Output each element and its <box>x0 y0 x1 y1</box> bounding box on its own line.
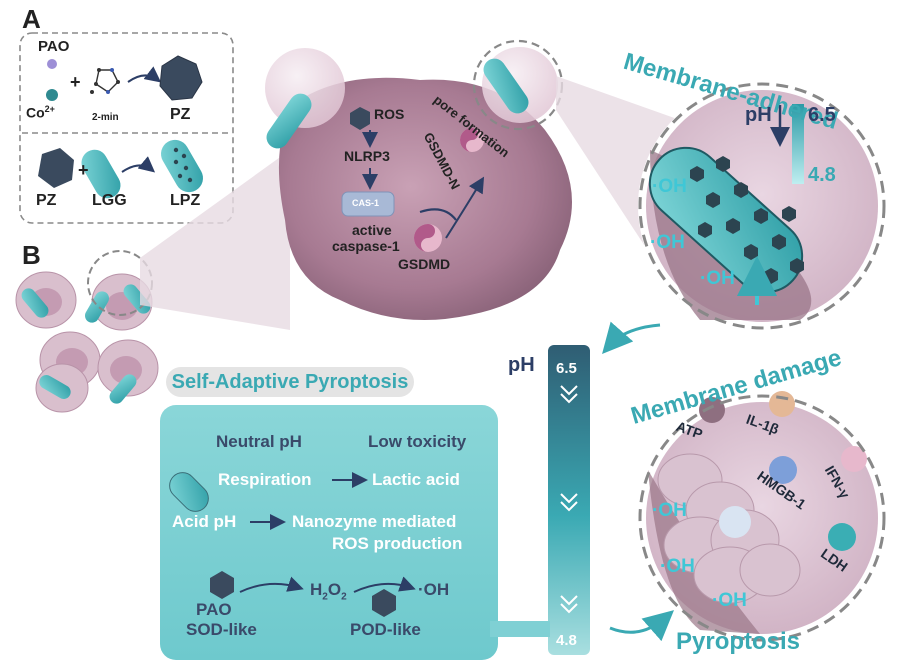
plus-sign-1: + <box>70 72 81 92</box>
caspase-label: caspase-1 <box>332 238 400 254</box>
ph-label-small: pH <box>745 104 772 126</box>
pz-label-top: PZ <box>170 106 191 123</box>
active-label: active <box>352 222 392 238</box>
co-label: Co2+ <box>26 104 55 121</box>
oh-radical-5: ·OH <box>660 556 695 577</box>
h2o2-text: H2O2 <box>310 580 347 603</box>
panel-b-letter: B <box>22 240 41 270</box>
cas1-label: CAS-1 <box>352 198 380 208</box>
oh-radical-3: ·OH <box>700 268 735 289</box>
nlrp3-label: NLRP3 <box>344 148 390 164</box>
oh-box-text: ·OH <box>418 580 450 599</box>
ph-low-small: 4.8 <box>808 164 836 186</box>
neutral-ph-text: Neutral pH <box>216 432 302 451</box>
plus-sign-2: + <box>78 160 89 180</box>
oh-radical-4: ·OH <box>652 500 687 521</box>
oh-radical-6: ·OH <box>712 590 747 611</box>
lpz-label: LPZ <box>170 192 201 209</box>
ph-scale-bottom: 4.8 <box>556 632 577 649</box>
pz-label-bottom: PZ <box>36 192 57 209</box>
pao-box-text: PAO <box>196 600 232 619</box>
ph-scale-top: 6.5 <box>556 360 577 377</box>
ph-scale-label: pH <box>508 354 535 376</box>
pao-label: PAO <box>38 38 70 55</box>
oh-radical-1: ·OH <box>652 176 687 197</box>
pyroptosis-title: Pyroptosis <box>676 628 801 655</box>
self-adaptive-title: Self-Adaptive Pyroptosis <box>171 371 409 393</box>
acid-ph-text: Acid pH <box>172 512 237 531</box>
panel-a-letter: A <box>22 4 41 34</box>
pod-like-text: POD-like <box>350 620 421 639</box>
ph-high-small: 6.5 <box>808 104 836 126</box>
respiration-text: Respiration <box>218 470 312 489</box>
time-label: 2-min <box>92 112 119 123</box>
self-adaptive-title-pill: Self-Adaptive Pyroptosis <box>166 367 414 397</box>
oh-radical-2: ·OH <box>650 232 685 253</box>
nanozyme-text-2: ROS production <box>332 534 463 553</box>
sod-like-text: SOD-like <box>186 620 257 639</box>
lgg-label: LGG <box>92 192 127 209</box>
gsdmd-label: GSDMD <box>398 256 451 272</box>
low-toxicity-text: Low toxicity <box>368 432 467 451</box>
nanozyme-text-1: Nanozyme mediated <box>292 512 457 531</box>
lactic-acid-text: Lactic acid <box>372 470 460 489</box>
ros-label: ROS <box>374 106 405 122</box>
